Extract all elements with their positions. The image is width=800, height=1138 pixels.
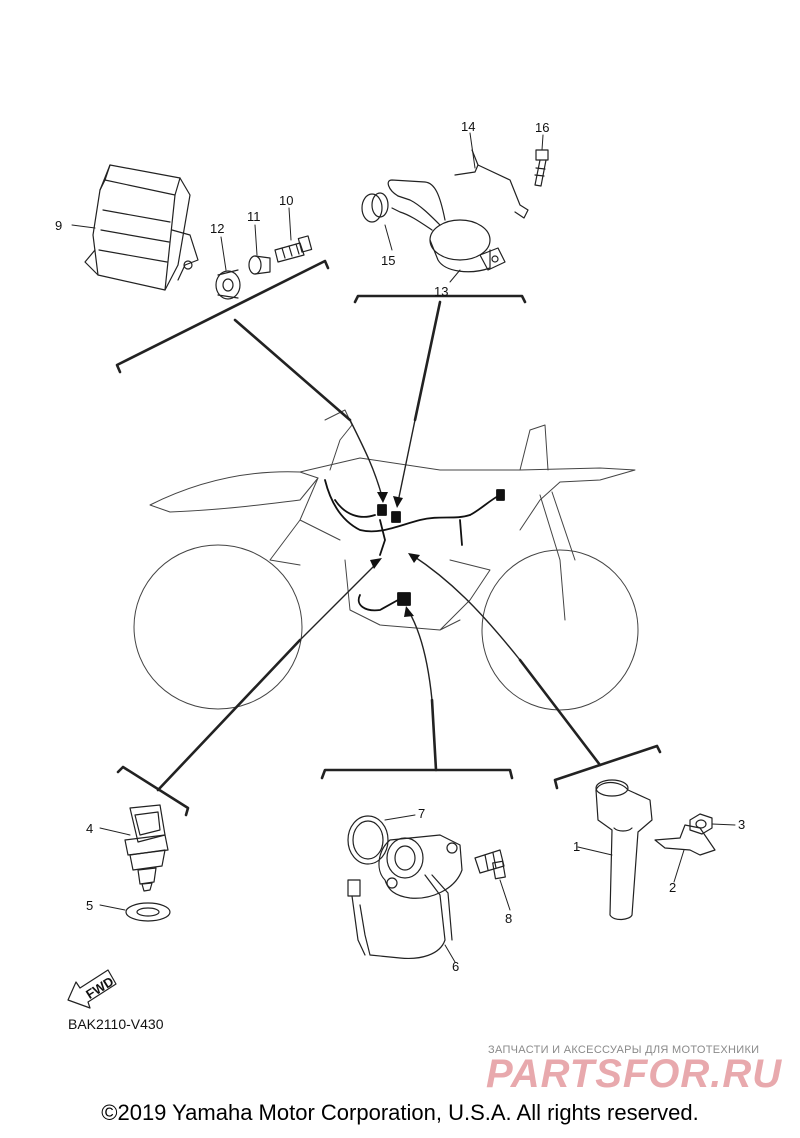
callout-1: 1: [573, 839, 580, 854]
watermark-brand: PARTSFOR.RU: [486, 1052, 783, 1096]
callout-13: 13: [434, 284, 448, 299]
leader-coil: [413, 300, 442, 422]
callout-16: 16: [535, 120, 549, 135]
rear-fender: [149, 471, 319, 513]
plug-cap-15: [361, 192, 389, 223]
leader-ecu: [233, 318, 352, 422]
group-bracket-sensor: [116, 765, 190, 817]
front-fork: [539, 491, 576, 621]
bracket-14: [454, 149, 529, 219]
callout-5: 5: [86, 898, 93, 913]
front-wheel: [481, 549, 639, 711]
callout-2: 2: [669, 880, 676, 895]
fwd-arrow-icon: [67, 969, 117, 1009]
callout-3: 3: [738, 817, 745, 832]
leader-plug-thin: [411, 554, 521, 661]
bolt-10: [274, 235, 313, 263]
callout-10: 10: [279, 193, 293, 208]
engine-frame: [344, 559, 491, 631]
ecu-unit: [84, 164, 199, 291]
crank-sensor-6: [347, 834, 463, 960]
leader-coil-thin: [397, 419, 416, 503]
collar-11: [248, 255, 271, 275]
leader-plug: [518, 658, 602, 767]
copyright-text: ©2019 Yamaha Motor Corporation, U.S.A. A…: [101, 1100, 699, 1125]
wire-harness: [324, 479, 505, 612]
washer-5: [125, 902, 171, 922]
o-ring-7: [347, 815, 389, 865]
group-bracket-crank: [320, 768, 514, 780]
steering-head: [519, 424, 549, 471]
drawing-code: BAK2110-V430: [68, 1016, 164, 1032]
callout-6: 6: [452, 959, 459, 974]
callout-4: 4: [86, 821, 93, 836]
group-bracket-ecu: [115, 259, 330, 374]
callout-15: 15: [381, 253, 395, 268]
plug-cap-1: [595, 779, 653, 921]
leader-crank: [430, 698, 438, 772]
callout-9: 9: [55, 218, 62, 233]
seat-tank: [299, 457, 636, 531]
callout-7: 7: [418, 806, 425, 821]
bolt-16: [534, 149, 549, 187]
temp-sensor-4: [124, 804, 169, 892]
callout-labels: 1 2 3 4 5 6 7 8 9 10 11 12 13 14 15 16 F…: [55, 119, 745, 1002]
leader-ecu-thin: [349, 419, 384, 501]
callout-12: 12: [210, 221, 224, 236]
leader-sensor: [156, 638, 302, 792]
leader-sensor-thin: [299, 561, 379, 641]
motorcycle-outline: [133, 409, 639, 711]
nut-3: [689, 813, 713, 835]
leader-crank-thin: [407, 609, 433, 701]
bolt-8: [474, 849, 506, 880]
watermark-tagline: ЗАПЧАСТИ И АКСЕССУАРЫ ДЛЯ МОТОТЕХНИКИ: [488, 1044, 760, 1056]
grommet-12: [215, 269, 241, 300]
callout-11: 11: [247, 209, 261, 224]
rear-wheel: [133, 544, 303, 710]
group-bracket-coil: [353, 294, 527, 304]
ignition-coil: [387, 179, 506, 273]
callout-8: 8: [505, 911, 512, 926]
bracket-2: [654, 824, 716, 856]
group-bracket-plug: [553, 744, 662, 790]
frame-rear: [269, 477, 341, 566]
callout-14: 14: [461, 119, 475, 134]
